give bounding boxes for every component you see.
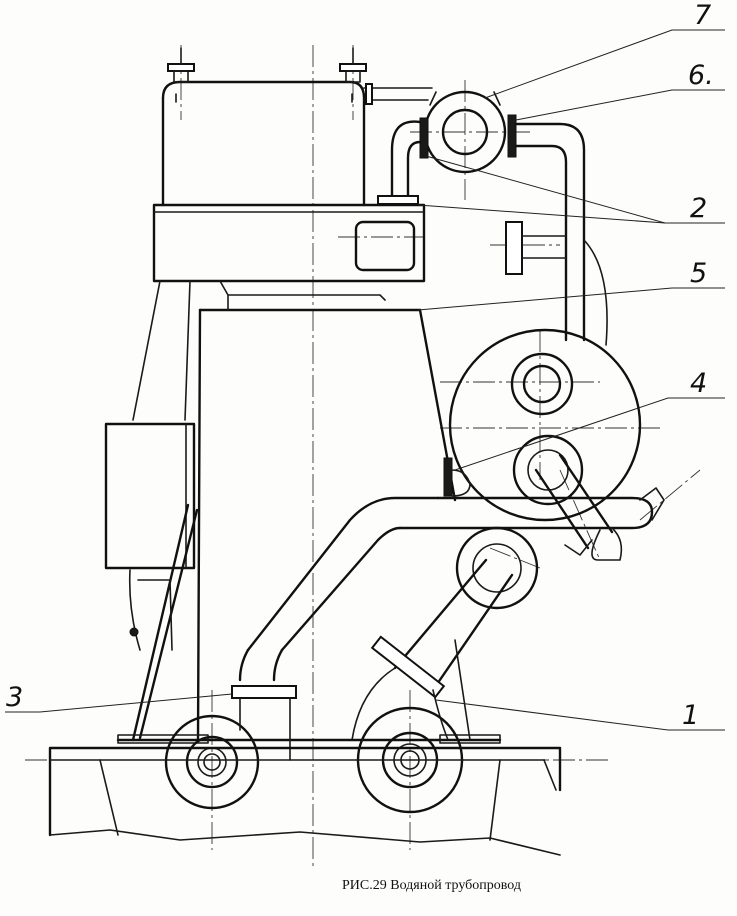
callout-labels: 7 6. 2 5 4 1 3 [6, 0, 714, 731]
callout-6: 6. [688, 60, 714, 91]
callout-7: 7 [694, 0, 711, 31]
manifold-pipe [231, 457, 665, 699]
leader-lines [5, 29, 725, 731]
callout-5: 5 [690, 258, 707, 289]
figure-caption: РИС.29 Водяной трубопровод [342, 878, 521, 893]
frame-block [104, 203, 457, 742]
pump-elbow [351, 526, 539, 741]
large-wheel [448, 328, 642, 550]
callout-1: 1 [682, 700, 699, 731]
top-tank [161, 47, 433, 207]
lower-pumps [48, 697, 562, 856]
callout-3: 3 [6, 682, 23, 713]
callout-2: 2 [690, 193, 707, 224]
cooler-assembly [377, 90, 608, 346]
callout-4: 4 [690, 368, 707, 399]
center-lines [25, 45, 701, 870]
